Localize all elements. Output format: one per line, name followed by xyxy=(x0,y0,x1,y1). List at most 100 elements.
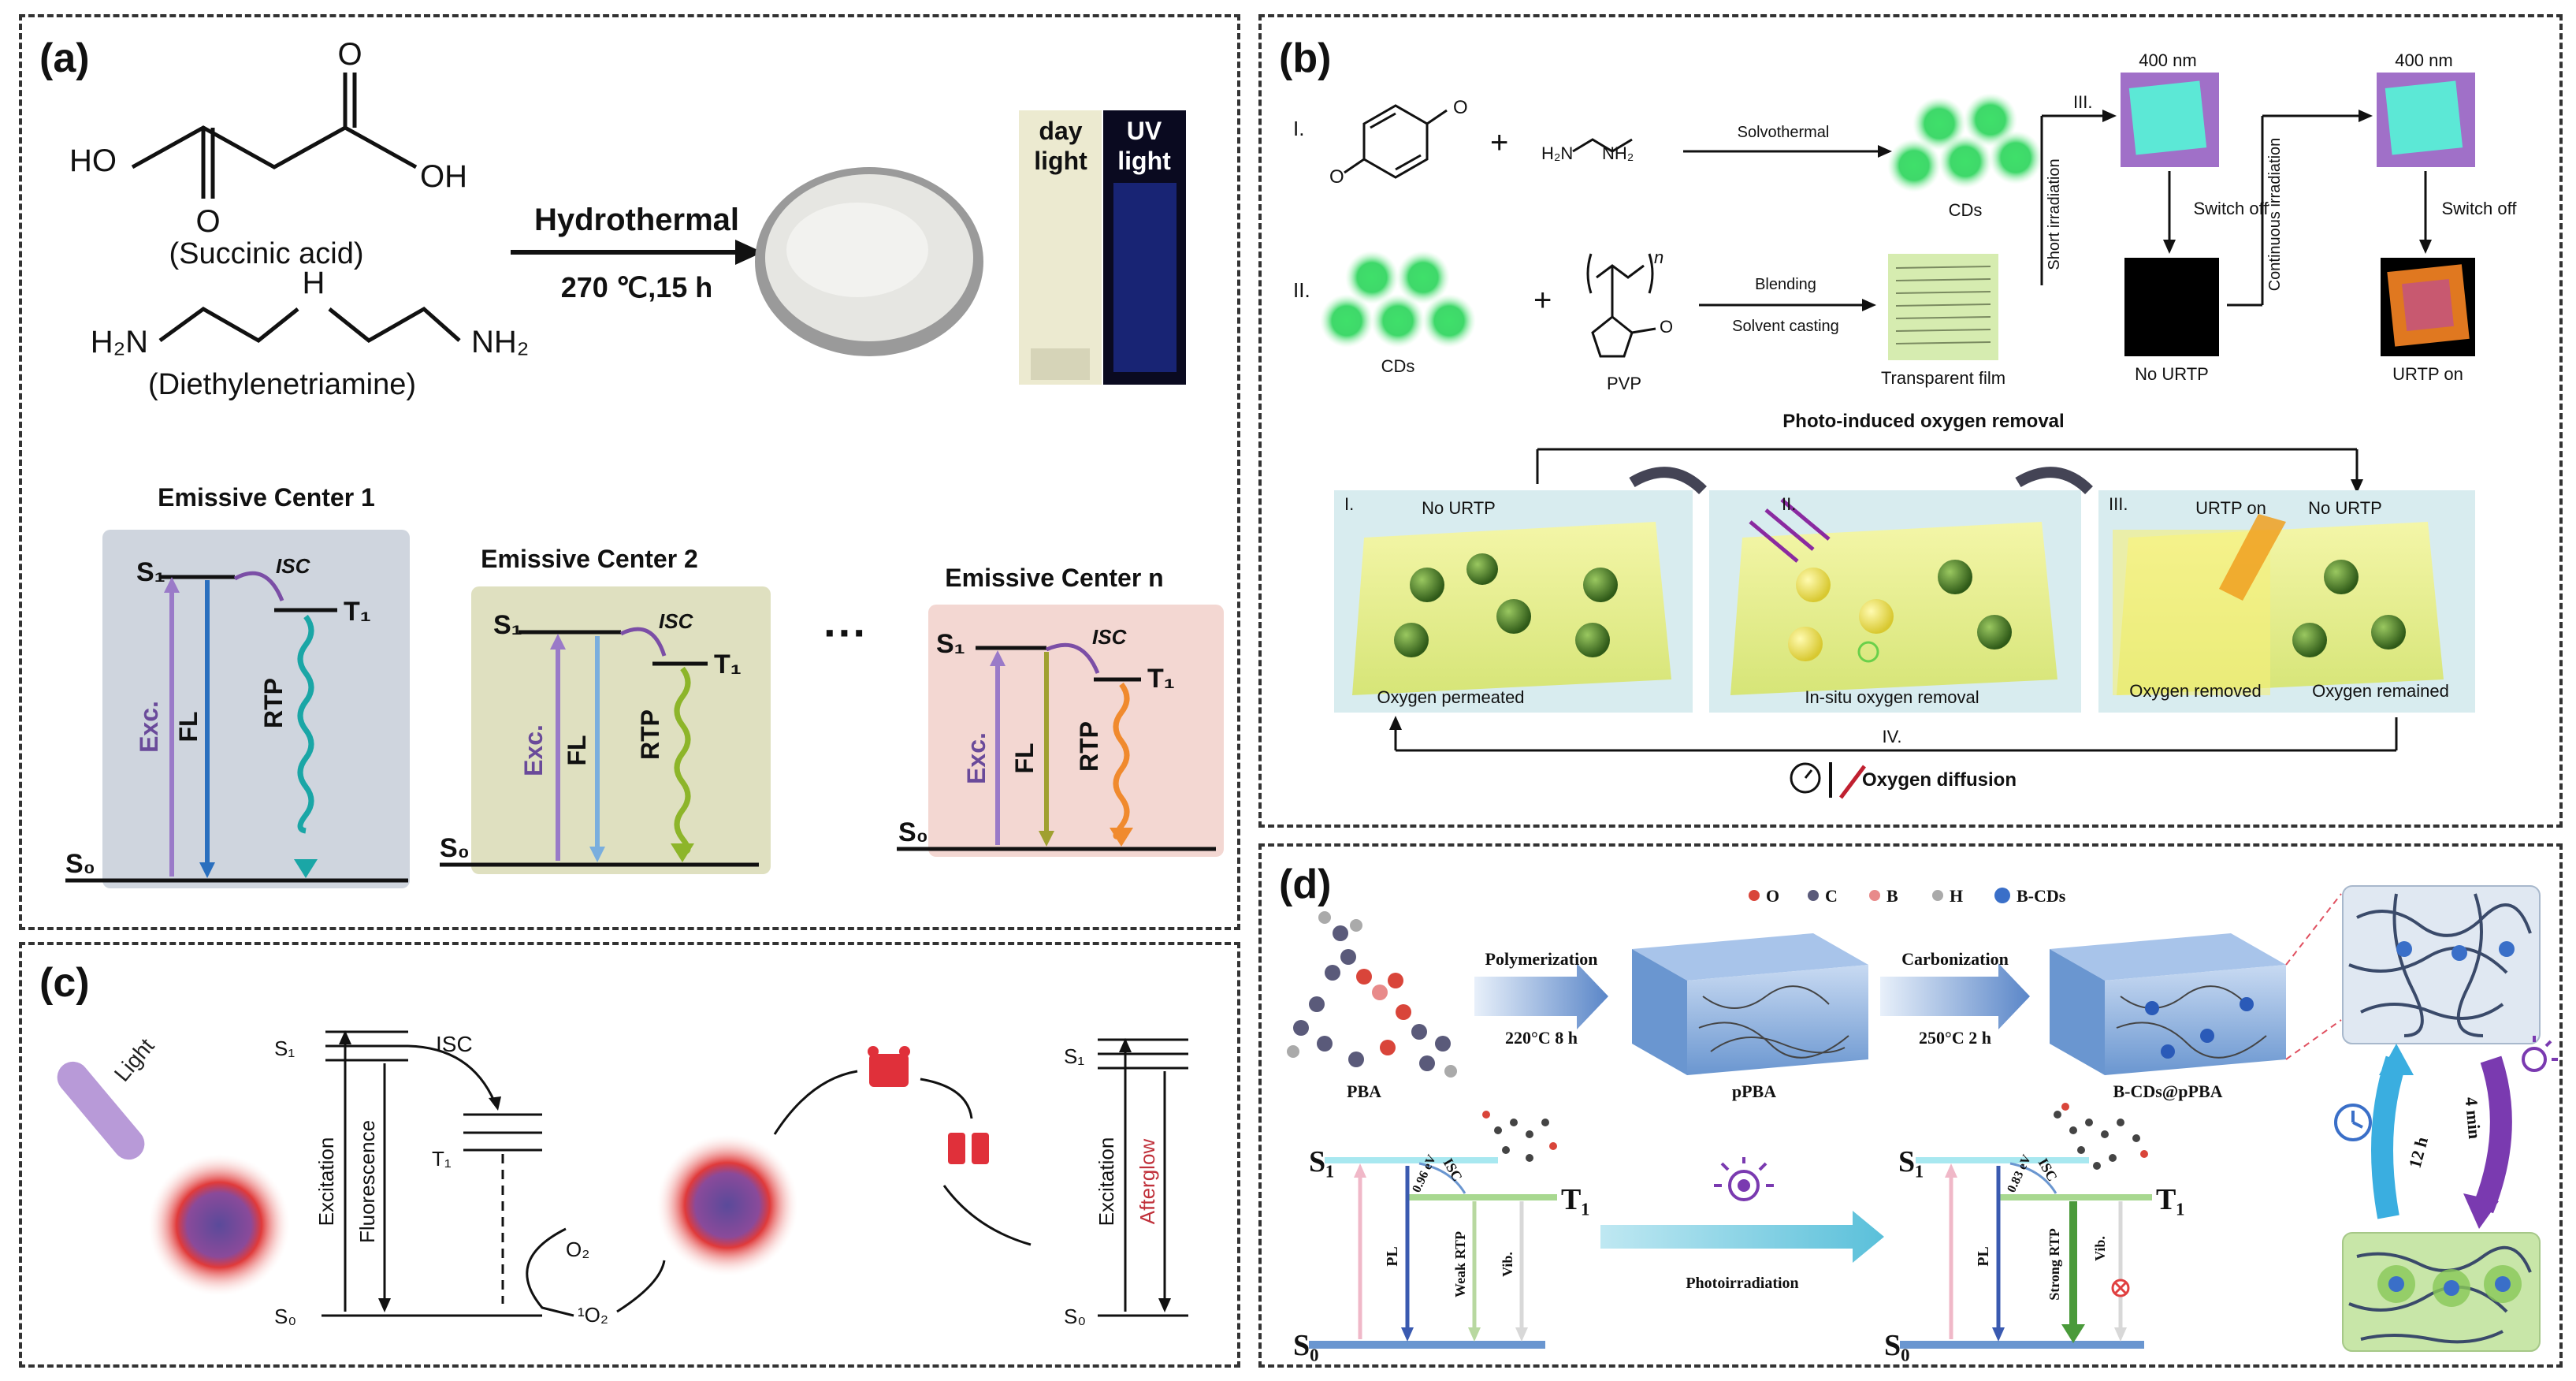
film-dark xyxy=(2124,258,2219,356)
svg-text:T₁: T₁ xyxy=(344,597,371,627)
svg-text:PL: PL xyxy=(1975,1246,1992,1267)
svg-text:URTP on: URTP on xyxy=(2392,364,2463,384)
svg-text:II.: II. xyxy=(1782,494,1796,514)
svg-text:PL: PL xyxy=(1384,1246,1401,1267)
atom-legend: O C B H B-CDs xyxy=(1749,886,2066,906)
svg-text:S₁: S₁ xyxy=(274,1037,295,1060)
molecule-network-1 xyxy=(1482,1111,1557,1162)
svg-text:Photo-induced oxygen removal: Photo-induced oxygen removal xyxy=(1782,411,2064,432)
svg-text:ISC: ISC xyxy=(1092,625,1128,649)
lamp-icon-top xyxy=(2522,1036,2558,1072)
svg-text:PVP: PVP xyxy=(1607,374,1641,393)
svg-text:O: O xyxy=(1766,886,1779,906)
svg-text:FL: FL xyxy=(563,735,591,765)
svg-text:¹O₂: ¹O₂ xyxy=(578,1303,608,1327)
svg-text:T₁: T₁ xyxy=(714,650,742,679)
svg-text:RTP: RTP xyxy=(1075,721,1103,772)
svg-text:Carbonization: Carbonization xyxy=(1901,949,2009,969)
svg-text:Vib.: Vib. xyxy=(1500,1252,1515,1277)
svg-text:H: H xyxy=(1950,886,1963,906)
center-n-title: Emissive Center n xyxy=(945,564,1163,592)
hydrothermal-condition: 270 ℃,15 h xyxy=(561,271,713,303)
svg-text:Oxygen permeated: Oxygen permeated xyxy=(1377,687,1524,707)
svg-text:S₁: S₁ xyxy=(136,557,165,587)
panel-c: (c) Light S₁ T₁ S₀ ISC xyxy=(19,942,1240,1368)
svg-text:IV.: IV. xyxy=(1883,727,1902,746)
svg-text:S₀: S₀ xyxy=(274,1305,296,1328)
svg-text:RTP: RTP xyxy=(259,678,288,728)
molecule-intact xyxy=(868,1046,910,1087)
svg-text:No URTP: No URTP xyxy=(2308,498,2382,518)
svg-text:S₀: S₀ xyxy=(898,817,928,847)
svg-text:Strong RTP: Strong RTP xyxy=(2046,1228,2062,1301)
svg-text:250°C 2 h: 250°C 2 h xyxy=(1919,1028,1991,1048)
ellipsis: ··· xyxy=(823,608,868,657)
svg-text:n: n xyxy=(1654,248,1663,267)
svg-text:I.: I. xyxy=(1344,494,1354,514)
panel-b: (b) I. xyxy=(1258,14,2563,828)
svg-text:S₁: S₁ xyxy=(1064,1044,1084,1068)
deta-h: H xyxy=(303,266,325,300)
pvp-structure xyxy=(1586,253,1656,358)
svg-text:Polymerization: Polymerization xyxy=(1485,949,1598,969)
benzoquinone-structure xyxy=(1344,104,1448,179)
molecule-broken xyxy=(948,1133,989,1164)
svg-text:S₁: S₁ xyxy=(493,610,522,640)
succinic-acid-label: (Succinic acid) xyxy=(169,237,363,270)
vial-daylight xyxy=(1019,110,1102,385)
panel-c-label: (c) xyxy=(39,960,90,1006)
svg-text:CDs: CDs xyxy=(1949,200,1983,220)
bcds-block xyxy=(2050,933,2286,981)
succinic-acid-structure xyxy=(131,73,418,199)
succinic-o1: O xyxy=(195,204,220,239)
nanoparticle-1 xyxy=(148,1154,290,1296)
svg-text:No URTP: No URTP xyxy=(2135,364,2209,384)
panel-a: (a) HO OH O O (Succinic acid) H₂N H NH₂ … xyxy=(19,14,1240,930)
panel-a-label: (a) xyxy=(39,35,90,81)
svg-text:Transparent film: Transparent film xyxy=(1881,368,2005,388)
svg-text:T₁: T₁ xyxy=(1147,664,1175,694)
timer-icon xyxy=(1790,762,1821,794)
svg-text:S₀: S₀ xyxy=(1884,1329,1910,1362)
center-n-box xyxy=(928,605,1224,857)
svg-text:S₀: S₀ xyxy=(440,833,470,863)
svg-text:Oxygen diffusion: Oxygen diffusion xyxy=(1862,769,2017,791)
svg-text:Exc.: Exc. xyxy=(135,701,163,753)
svg-text:I.: I. xyxy=(1293,117,1304,140)
clock-icon xyxy=(2334,1104,2372,1141)
svg-text:III.: III. xyxy=(2073,92,2092,112)
cds-cluster-bottom xyxy=(1320,251,1476,348)
svg-text:Short irradiation: Short irradiation xyxy=(2046,158,2063,270)
panel-d: (d) O C B H B-CDs xyxy=(1258,843,2563,1368)
succinic-o2: O xyxy=(337,37,362,72)
succinic-ho: HO xyxy=(69,143,117,178)
svg-text:+: + xyxy=(1533,283,1552,318)
svg-text:Light: Light xyxy=(110,1033,159,1086)
panel-c-graphic: Light S₁ T₁ S₀ ISC Excitation Fluorescen… xyxy=(57,1030,1188,1328)
svg-text:H₂N NH₂: H₂N NH₂ xyxy=(1541,143,1634,163)
svg-text:Exc.: Exc. xyxy=(962,732,991,784)
nanoparticle-2 xyxy=(656,1134,798,1276)
svg-text:Blending: Blending xyxy=(1755,276,1816,293)
svg-text:400 nm: 400 nm xyxy=(2395,50,2452,70)
svg-text:No URTP: No URTP xyxy=(1422,498,1496,518)
svg-text:FL: FL xyxy=(1010,743,1039,773)
svg-text:Excitation: Excitation xyxy=(1095,1137,1118,1227)
svg-text:Exc.: Exc. xyxy=(519,724,548,776)
deta-nh2: NH₂ xyxy=(471,325,529,359)
deta-h2n: H₂N xyxy=(91,325,148,359)
svg-text:T₁: T₁ xyxy=(432,1147,452,1171)
svg-text:Switch off: Switch off xyxy=(2442,199,2518,218)
pba-molecule xyxy=(1287,911,1457,1078)
diethylenetriamine-structure xyxy=(158,306,461,344)
svg-text:Photoirradiation: Photoirradiation xyxy=(1686,1275,1798,1292)
svg-text:Fluorescence: Fluorescence xyxy=(355,1120,379,1243)
center-2-title: Emissive Center 2 xyxy=(481,545,698,573)
svg-text:T₁: T₁ xyxy=(1561,1183,1590,1216)
svg-text:FL: FL xyxy=(174,711,203,742)
svg-text:220°C 8 h: 220°C 8 h xyxy=(1505,1028,1578,1048)
svg-text:Solvothermal: Solvothermal xyxy=(1738,124,1830,141)
center-1-title: Emissive Center 1 xyxy=(158,483,375,512)
